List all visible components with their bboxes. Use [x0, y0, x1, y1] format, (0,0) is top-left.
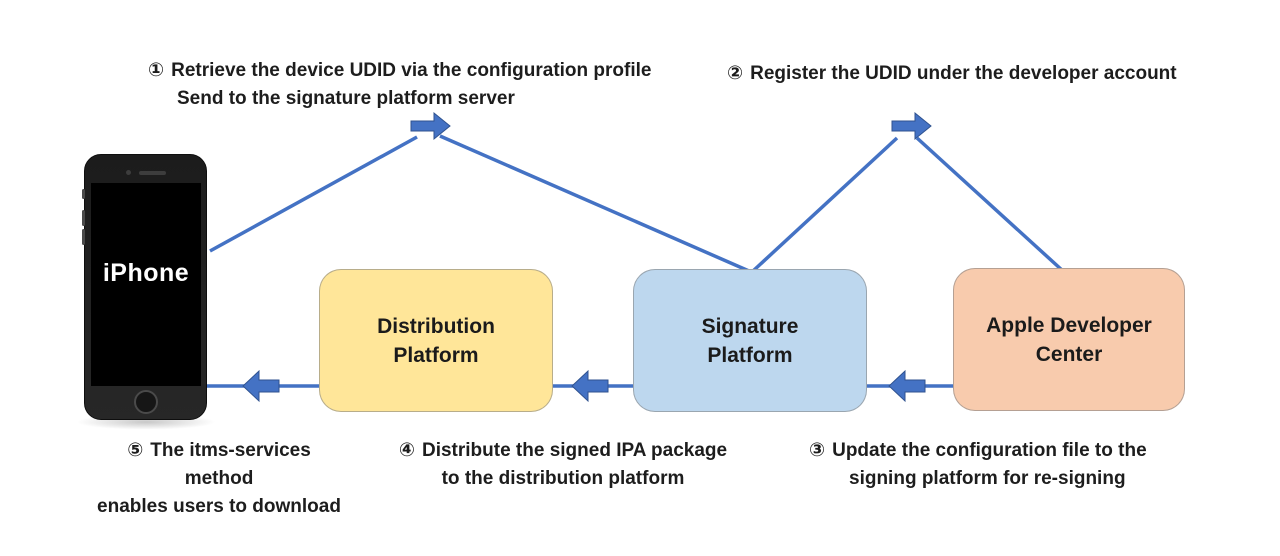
line-peak1-to-signature [439, 134, 750, 273]
iphone-illustration: iPhone [82, 154, 207, 420]
line-peak2-to-apple [915, 136, 1065, 273]
step4-text-line1: Distribute the signed IPA package [421, 440, 728, 461]
node-label-line: Apple Developer [986, 313, 1152, 337]
iphone-screen: iPhone [91, 183, 201, 386]
iphone-home-button-icon [133, 390, 158, 414]
node-signature-platform: Signature Platform [633, 269, 867, 412]
arrow-left-step4-icon [571, 369, 609, 403]
node-apple-developer-center: Apple Developer Center [953, 268, 1185, 411]
iphone-mute-switch-icon [82, 189, 85, 199]
step3-text-line2: signing platform for re-signing [849, 468, 1126, 489]
iphone-earpiece-icon [139, 171, 166, 175]
arrow-left-step5-icon [242, 369, 280, 403]
step2-text-line1: Register the UDID under the developer ac… [750, 63, 1177, 84]
node-label-line: Platform [393, 343, 479, 367]
step1-text-line1: Retrieve the device UDID via the configu… [171, 60, 652, 81]
step1-text-line2: Send to the signature platform server [177, 88, 515, 109]
annotation-step2: ② Register the UDID under the developer a… [727, 60, 1177, 88]
step4-text-line2: to the distribution platform [441, 468, 685, 489]
iphone-volume-up-button-icon [82, 210, 85, 226]
annotation-step5: ⑤ The itms-services method enables users … [94, 437, 344, 521]
step3-text-line1: Update the configuration file to the [832, 440, 1147, 461]
annotation-step4: ④ Distribute the signed IPA package to th… [333, 437, 793, 493]
node-distribution-platform: Distribution Platform [319, 269, 553, 412]
step1-marker: ① [148, 60, 165, 81]
step2-marker: ② [727, 63, 744, 84]
step4-marker: ④ [398, 440, 415, 461]
node-label-line: Distribution [377, 314, 495, 338]
iphone-volume-down-button-icon [82, 229, 85, 245]
annotation-step1: ① Retrieve the device UDID via the config… [148, 57, 651, 113]
arrow-left-step3-icon [888, 369, 926, 403]
node-label-line: Signature [701, 314, 799, 338]
iphone-camera-dot-icon [126, 170, 131, 175]
step5-marker: ⑤ [127, 440, 144, 461]
step5-text-line2: enables users to download [97, 496, 341, 517]
node-label-line: Platform [707, 343, 793, 367]
step5-text-line1: The itms-services method [150, 440, 311, 489]
line-iphone-to-peak1 [209, 135, 418, 253]
annotation-step3: ③ Update the configuration file to the si… [809, 437, 1147, 493]
line-signature-to-peak2 [751, 136, 899, 273]
arrow-right-step2-icon [891, 111, 932, 141]
node-label-line: Center [1035, 342, 1103, 366]
arrow-right-step1-icon [410, 111, 451, 141]
step3-marker: ③ [809, 440, 826, 461]
iphone-label: iPhone [102, 259, 190, 287]
